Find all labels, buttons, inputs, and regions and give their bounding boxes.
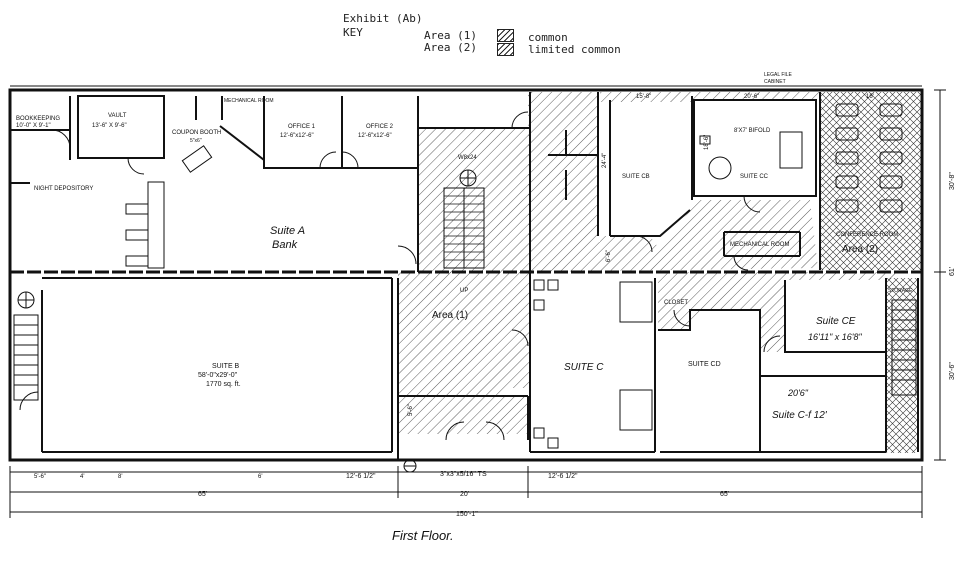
- dim-16: 16': [866, 94, 874, 100]
- teller-counter: [125, 181, 165, 269]
- common-swatch: [497, 29, 514, 42]
- suite-b-size: 58'-0"x29'-0": [198, 372, 238, 379]
- area-1-label: Area (1): [432, 310, 468, 321]
- dim-total-right: 65': [720, 491, 729, 498]
- dim-seg-12-6-b: 12'-6 1/2": [548, 473, 578, 480]
- suite-c-furniture: [533, 279, 653, 449]
- floor-title: First Floor.: [392, 528, 454, 543]
- key-area2-label: Area (2): [424, 41, 477, 54]
- suite-cc-label: SUITE CC: [740, 174, 769, 180]
- interior-walls: [10, 92, 919, 460]
- suite-cd-label: SUITE CD: [688, 361, 721, 368]
- dim-right-30-8: 30'-8": [949, 172, 956, 190]
- suite-b-sqft: 1770 sq. ft.: [206, 381, 241, 388]
- left-stair: [13, 314, 39, 401]
- suite-b-label: SUITE B: [212, 363, 240, 370]
- key-label: KEY: [343, 26, 363, 39]
- dim-total-mid: 20': [460, 491, 469, 498]
- coupon-booth-size: 5"x6": [190, 138, 202, 144]
- dim-20-6: 20'-6": [744, 94, 759, 100]
- suite-cf-label: Suite C-f 12': [772, 410, 828, 421]
- door-swings: [19, 111, 781, 441]
- dim-5-6: 5'-6": [408, 404, 414, 416]
- dim-right-61: 61': [949, 267, 956, 276]
- beam-label: W8x24: [458, 155, 477, 161]
- area-2-label: Area (2): [842, 244, 878, 255]
- office-2-label: OFFICE 2: [366, 124, 394, 130]
- bookkeeping-size: 10'-0" X 9'-1": [16, 123, 51, 129]
- office-1-size: 12'-6"x12'-6": [280, 133, 314, 139]
- bifold-label: 8'X7' BIFOLD: [734, 128, 771, 134]
- mechanical-room-top-label: MECHANICAL ROOM: [224, 98, 274, 104]
- coupon-booth-label: COUPON BOOTH: [172, 130, 221, 136]
- closet-label: CLOSET: [664, 300, 688, 306]
- suite-a-sub-label: Bank: [272, 239, 298, 251]
- dim-15-8: 15'-8": [636, 94, 651, 100]
- desk-icon: [181, 145, 213, 173]
- dim-seg-8: 8': [118, 474, 122, 480]
- suite-ce-label: Suite CE: [816, 316, 856, 327]
- dim-overall: 150'-1": [456, 511, 478, 518]
- suite-cb-label: SUITE CB: [622, 174, 650, 180]
- dim-6-6: 6'-6": [606, 250, 612, 262]
- vault-label: VAULT: [108, 113, 127, 119]
- suite-a-label: Suite A: [270, 225, 305, 237]
- bookkeeping-label: BOOKKEEPING: [16, 116, 60, 122]
- exhibit-label: Exhibit (Ab): [343, 12, 423, 25]
- dim-left-5-6: 5'-6": [34, 474, 46, 480]
- dim-18-6: 18'-6": [704, 135, 710, 150]
- vault-size: 13'-6" X 9'-6": [92, 123, 127, 129]
- mechanical-room-label: MECHANICAL ROOM: [730, 242, 789, 248]
- exterior-walls: [8, 85, 924, 462]
- suite-c-label: SUITE C: [564, 362, 604, 373]
- dim-right-30-6: 30'-6": [949, 362, 956, 380]
- cabinet-label: CABINET: [764, 79, 786, 85]
- suite-cf-dim: 20'6": [787, 388, 809, 398]
- key-common-label: common: [528, 31, 568, 44]
- limited-common-swatch: [497, 43, 514, 56]
- key-limited-common-label: limited common: [528, 43, 621, 56]
- stair-up-label: UP: [460, 288, 468, 294]
- office-2-size: 12'-6"x12'-6": [358, 133, 392, 139]
- suite-cc-furniture: [699, 131, 803, 180]
- ts-label: 3"x3"x5/16" TS: [440, 471, 487, 478]
- night-depository-label: NIGHT DEPOSITORY: [34, 186, 93, 192]
- suite-ce-size: 16'11" x 16'8": [808, 332, 863, 342]
- dimension-lines: [9, 89, 946, 518]
- dim-24-4: 24'-4": [602, 153, 608, 168]
- stair-treads: [444, 195, 484, 261]
- dim-seg-6: 6': [258, 474, 262, 480]
- storage-label: STORAGE: [888, 288, 913, 294]
- key-area1-label: Area (1): [424, 29, 477, 42]
- legal-file-label: LEGAL FILE: [764, 72, 793, 78]
- limited-common-hatching: [820, 92, 922, 453]
- conference-seating: [835, 103, 903, 213]
- office-1-label: OFFICE 1: [288, 124, 316, 130]
- dim-seg-4: 4': [80, 474, 84, 480]
- conference-room-label: CONFERENCE ROOM: [836, 232, 898, 238]
- common-area-hatching: [398, 92, 900, 434]
- right-stair: [891, 299, 917, 396]
- dim-seg-12-6-a: 12'-6 1/2": [346, 473, 376, 480]
- dim-total-left: 65': [198, 491, 207, 498]
